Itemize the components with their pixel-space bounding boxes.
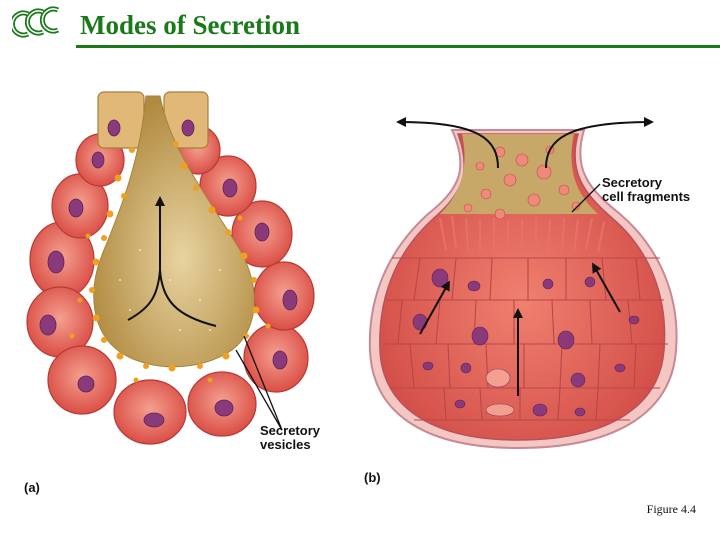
- fragments-label: Secretory cell fragments: [602, 175, 691, 204]
- flask-exit-arrow-left: [396, 117, 499, 169]
- flask-arrow-right: [592, 262, 621, 313]
- title-underline: [76, 45, 720, 48]
- lumen-speckles: [119, 219, 221, 331]
- vesicles-leader: [235, 335, 283, 431]
- panel-b-gland: [368, 117, 678, 450]
- panel-a-gland: [26, 91, 315, 445]
- flask-arrow-left: [419, 280, 450, 335]
- gland-a-nuclei: [39, 119, 298, 428]
- flask-cells: [382, 257, 668, 421]
- gland-a-vesicles: [69, 141, 271, 383]
- apical-villi: [439, 215, 605, 254]
- logo-icon: [12, 6, 60, 38]
- cell-fragments: [463, 145, 581, 220]
- slide-title: Modes of Secretion: [80, 10, 300, 40]
- fragments-leader: [571, 183, 601, 213]
- flask-exit-arrow-right: [545, 117, 654, 169]
- figure-caption: Figure 4.4: [646, 502, 696, 516]
- flask-lumen: [440, 134, 598, 214]
- panel-b-label: (b): [364, 470, 381, 485]
- vesicles-label: Secretory vesicles: [260, 423, 320, 452]
- flask-nuclei: [412, 268, 640, 417]
- panel-a-label: (a): [24, 480, 40, 495]
- slide-header: Modes of Secretion: [0, 0, 720, 50]
